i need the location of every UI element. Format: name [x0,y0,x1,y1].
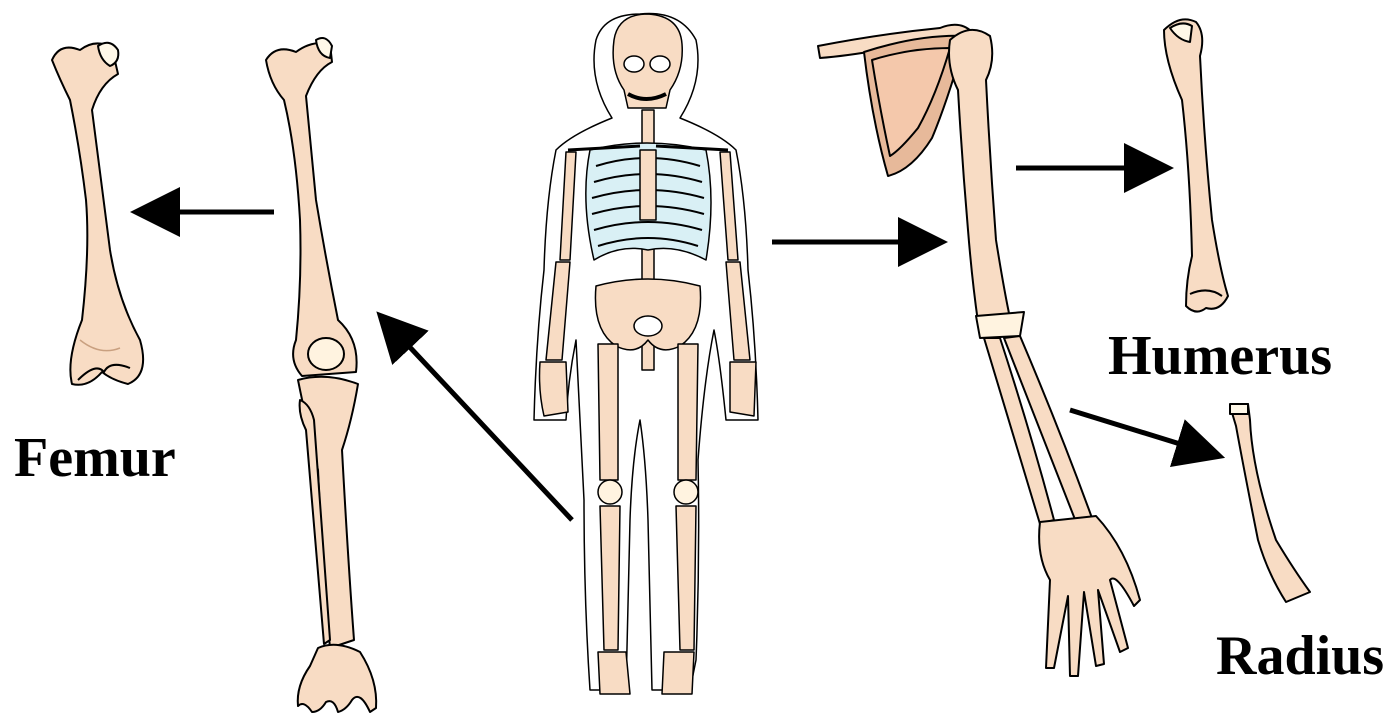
arrow-arm-to-radius [1070,410,1206,452]
radius-bone-illustration [1230,404,1310,602]
humerus-bone-illustration [1164,19,1228,311]
leg-bones-illustration [266,38,376,712]
arm-bones-illustration [818,25,1140,676]
full-skeleton-illustration [534,14,758,694]
radius-label: Radius [1216,628,1384,684]
humerus-label: Humerus [1108,328,1332,384]
femur-bone-illustration [52,43,143,385]
femur-label: Femur [14,430,176,486]
